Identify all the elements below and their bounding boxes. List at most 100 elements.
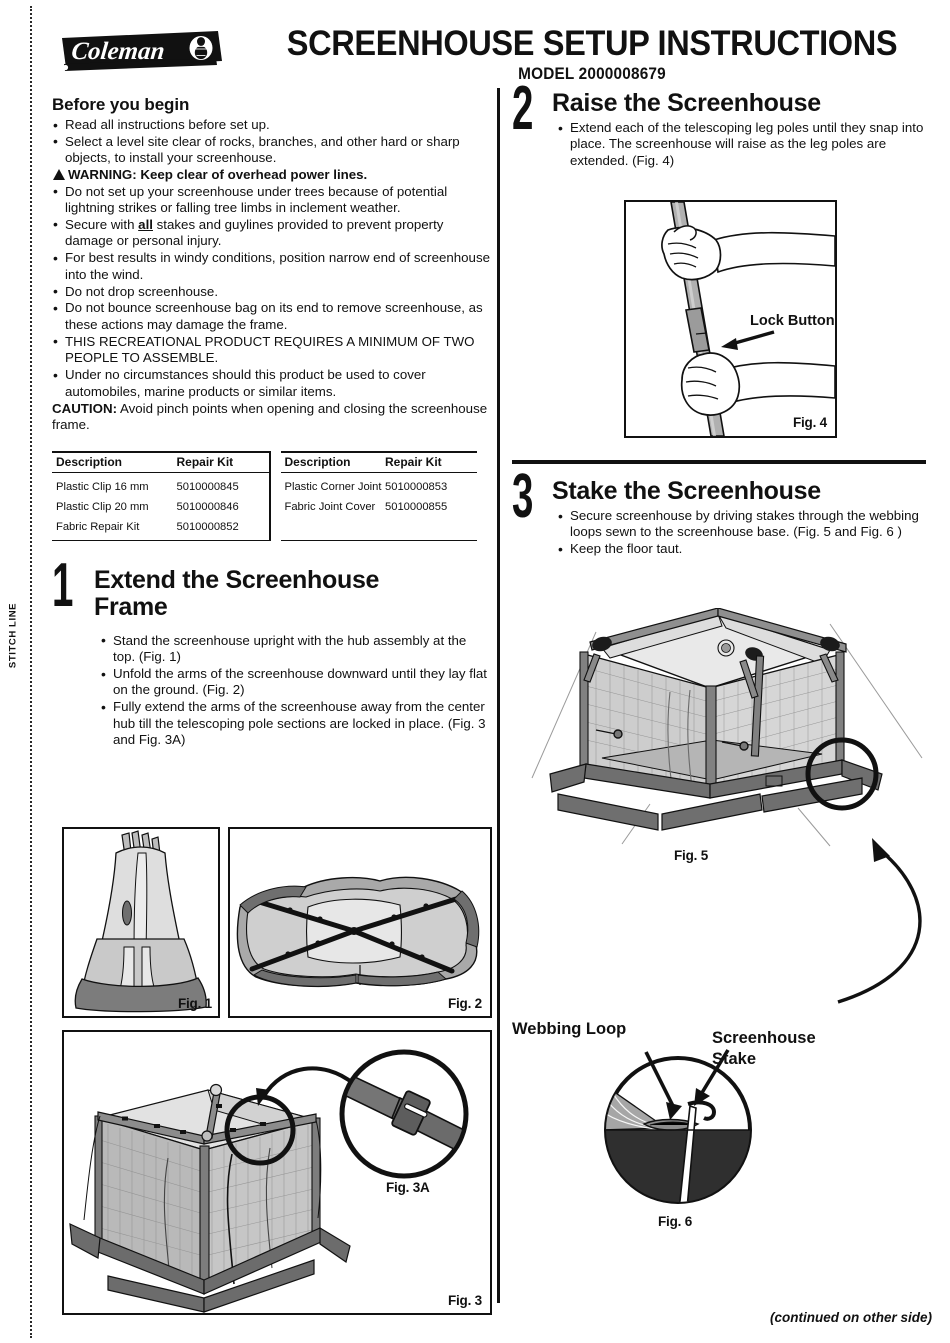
step-1-heading-line-2: Frame <box>94 592 168 621</box>
cell-kit: 5010000855 <box>385 500 448 513</box>
warning-text: WARNING: Keep clear of overhead power li… <box>68 167 368 183</box>
before-you-begin-heading: Before you begin <box>52 95 190 114</box>
table-row: Plastic Corner Joint 5010000853 <box>281 477 478 497</box>
figure-5-illustration-area: Fig. 5 <box>530 608 950 873</box>
figure-3-illustration <box>69 1049 469 1313</box>
cell-description: Plastic Corner Joint <box>284 480 382 493</box>
figure-4-illustration <box>661 202 835 436</box>
list-item: Unfold the arms of the screenhouse downw… <box>100 666 492 699</box>
list-item: Stand the screenhouse upright with the h… <box>100 632 492 666</box>
figure-2-label: Fig. 2 <box>447 996 482 1011</box>
cell-kit: 5010000853 <box>385 480 448 493</box>
warning-line: WARNING: Keep clear of overhead power li… <box>52 167 492 183</box>
step-2-list: Extend each of the telescoping leg poles… <box>557 119 937 169</box>
before-you-begin-list-2: Do not set up your screenhouse under tre… <box>52 183 492 400</box>
right-column: 2 Raise the Screenhouse Extend each of t… <box>512 78 937 170</box>
table-row: Plastic Clip 16 mm 5010000845 <box>52 477 269 497</box>
secure-emphasis: all <box>138 216 153 232</box>
figure-4-box: Lock Button Fig. 4 <box>624 200 837 438</box>
warning-triangle-icon <box>53 169 65 181</box>
figure-6-illustration <box>604 1049 752 1204</box>
step-1: 1 Extend the Screenhouse Frame Stand the… <box>52 554 492 749</box>
svg-text:Coleman: Coleman <box>70 38 166 65</box>
figure-2-box: Fig. 2 <box>228 827 492 1018</box>
table-row: Fabric Joint Cover 5010000855 <box>281 497 478 517</box>
list-item: Read all instructions before set up. <box>52 116 492 133</box>
stitch-line-rail <box>18 6 44 1338</box>
before-you-begin-list: Read all instructions before set up. Sel… <box>52 116 492 167</box>
coleman-logo: Coleman <box>58 28 226 74</box>
figure-5-to-figure-6-leader-arrow <box>837 838 922 1004</box>
caution-note: CAUTION: Avoid pinch points when opening… <box>52 401 492 434</box>
cell-description: Fabric Repair Kit <box>56 520 140 533</box>
figure-1-box: Fig. 1 <box>62 827 220 1018</box>
cell-kit: 5010000846 <box>176 500 239 513</box>
column-divider <box>497 88 500 1303</box>
figure-6-illustration-area: Webbing Loop Screenhouse Stake Fig. 6 <box>512 1020 850 1260</box>
left-column: Before you begin Read all instructions b… <box>52 95 492 749</box>
continued-note: (continued on other side) <box>770 1310 932 1325</box>
step-3-number: 3 <box>512 462 534 531</box>
list-item-secure: Secure with all stakes and guylines prov… <box>52 216 492 250</box>
cell-kit: 5010000852 <box>176 520 239 533</box>
stitch-line-label: STITCH LINE <box>7 602 19 669</box>
caution-text: Avoid pinch points when opening and clos… <box>52 400 488 433</box>
list-item: Select a level site clear of rocks, bran… <box>52 133 492 167</box>
cell-kit: 5010000845 <box>176 480 239 493</box>
figure-6-callout-screenhouse-stake: Screenhouse Stake <box>712 1028 816 1070</box>
figure-3-box: Fig. 3A Fig. 3 <box>62 1030 492 1315</box>
page-header: Coleman SCREENHOUSE SETUP INSTRUCTIONS M… <box>52 20 932 92</box>
table-row: Fabric Repair Kit 5010000852 <box>52 517 269 537</box>
list-item: Secure screenhouse by driving stakes thr… <box>557 508 937 541</box>
list-item: Do not bounce screenhouse bag on its end… <box>52 300 492 333</box>
step-2-number: 2 <box>512 74 534 143</box>
page-title: SCREENHOUSE SETUP INSTRUCTIONS <box>286 24 898 63</box>
cell-description: Plastic Clip 16 mm <box>56 480 149 493</box>
cell-description: Fabric Joint Cover <box>284 500 376 513</box>
list-item: THIS RECREATIONAL PRODUCT REQUIRES A MIN… <box>52 333 492 367</box>
figure-1-illustration <box>74 830 207 1013</box>
repair-kit-table: Description Repair Kit Plastic Clip 16 m… <box>52 450 487 541</box>
caution-label: CAUTION: <box>52 400 117 416</box>
step-3-list: Secure screenhouse by driving stakes thr… <box>557 508 937 558</box>
figure-6-label: Fig. 6 <box>658 1214 693 1229</box>
secure-pre: Secure with <box>65 216 139 232</box>
figure-5-illustration <box>531 608 923 847</box>
figure-5-label: Fig. 5 <box>674 848 709 863</box>
model-number: MODEL 2000008679 <box>518 65 666 83</box>
figure-3-label: Fig. 3 <box>447 1293 482 1308</box>
callout-line-1: Screenhouse <box>712 1029 816 1047</box>
col-header-repair-kit: Repair Kit <box>176 454 234 469</box>
figure-4-callout-lock-button: Lock Button <box>750 313 835 329</box>
table-header-row: Description Repair Kit <box>52 453 269 472</box>
callout-line-2: Stake <box>712 1050 757 1068</box>
list-item: For best results in windy conditions, po… <box>52 250 492 283</box>
repair-kit-right-half: Description Repair Kit Plastic Corner Jo… <box>268 450 487 541</box>
col-header-description: Description <box>284 454 351 469</box>
step-2: 2 Raise the Screenhouse Extend each of t… <box>512 78 937 169</box>
secure-post: stakes and guylines provided to prevent … <box>65 216 444 249</box>
list-item: Fully extend the arms of the screenhouse… <box>100 699 492 748</box>
figure-1-label: Fig. 1 <box>177 996 212 1011</box>
figure-4-label: Fig. 4 <box>792 415 827 430</box>
figure-3a-label: Fig. 3A <box>386 1180 430 1195</box>
step-1-heading-line-1: Extend the Screenhouse <box>94 565 380 594</box>
table-row: Plastic Clip 20 mm 5010000846 <box>52 497 269 517</box>
col-header-description: Description <box>56 454 123 469</box>
list-item: Do not drop screenhouse. <box>52 283 492 300</box>
step-1-number: 1 <box>52 550 74 620</box>
repair-kit-left-half: Description Repair Kit Plastic Clip 16 m… <box>52 450 270 541</box>
figure-2-illustration <box>236 876 480 988</box>
list-item: Keep the floor taut. <box>557 541 937 558</box>
list-item: Do not set up your screenhouse under tre… <box>52 183 492 217</box>
step-separator-rule <box>512 460 926 464</box>
figure-6-callout-webbing-loop: Webbing Loop <box>512 1020 627 1038</box>
list-item: Extend each of the telescoping leg poles… <box>557 119 937 169</box>
table-header-row: Description Repair Kit <box>281 453 478 472</box>
step-3-heading: Stake the Screenhouse <box>552 477 821 505</box>
list-item: Under no circumstances should this produ… <box>52 367 492 400</box>
stitch-line-dots <box>30 6 32 1338</box>
step-3: 3 Stake the Screenhouse Secure screenhou… <box>512 466 937 558</box>
step-2-heading: Raise the Screenhouse <box>552 89 821 117</box>
